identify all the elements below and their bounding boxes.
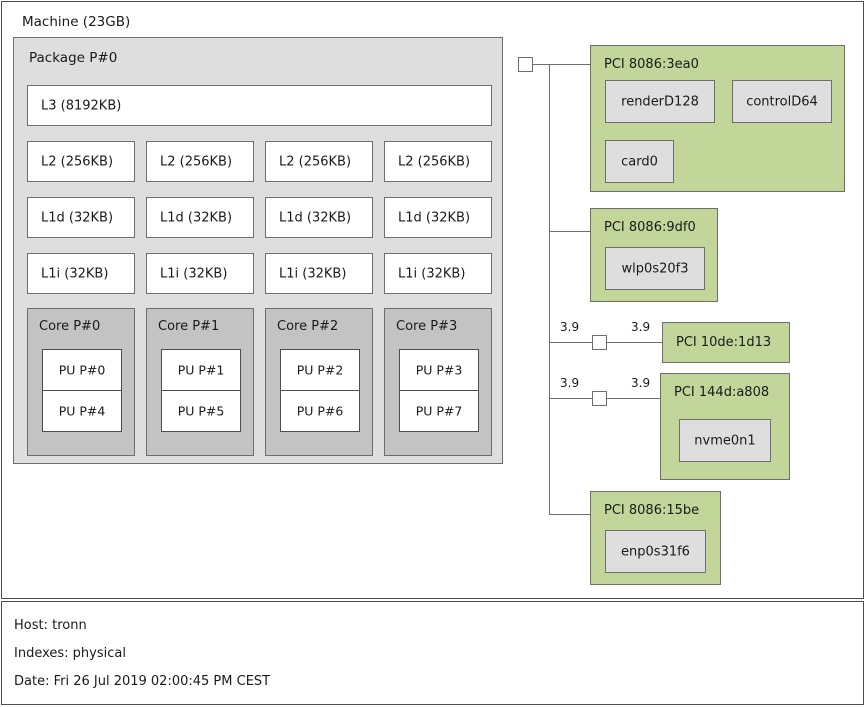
core-2-label: Core P#2: [277, 319, 339, 334]
osdev-enp0s31f6[interactable]: enp0s31f6: [605, 530, 706, 573]
cache-l1d-0[interactable]: L1d (32KB): [27, 197, 135, 238]
pci-bridge-icon-1[interactable]: [592, 391, 607, 406]
cache-l1d-2[interactable]: L1d (32KB): [265, 197, 373, 238]
hostbridge-stub-line: [533, 64, 550, 65]
osdev-renderD128[interactable]: renderD128: [605, 80, 715, 123]
machine-label: Machine (23GB): [22, 14, 131, 30]
core-0-label: Core P#0: [39, 319, 101, 334]
legend-box: Host: tronn Indexes: physical Date: Fri …: [1, 601, 864, 705]
host-bridge-icon[interactable]: [518, 57, 533, 72]
io-branch-line-2b: [607, 342, 662, 343]
core-1-label: Core P#1: [158, 319, 220, 334]
io-branch-line-0: [549, 64, 590, 65]
osdev-card0-label: card0: [621, 154, 658, 169]
pci-device-8086-9df0-label: PCI 8086:9df0: [604, 220, 696, 235]
io-trunk-line: [549, 64, 550, 514]
cache-l3[interactable]: L3 (8192KB): [27, 85, 492, 126]
pci-device-10de-1d13-label: PCI 10de:1d13: [676, 335, 772, 350]
io-branch-line-2a: [549, 342, 592, 343]
core-2[interactable]: Core P#2 PU P#2 PU P#6: [265, 308, 373, 456]
osdev-card0[interactable]: card0: [605, 140, 674, 183]
cache-l1d-2-label: L1d (32KB): [279, 210, 352, 225]
io-branch-line-1: [549, 231, 590, 232]
cache-l1i-2-label: L1i (32KB): [279, 266, 347, 281]
pu-4[interactable]: PU P#4: [42, 390, 122, 432]
cache-l1i-2[interactable]: L1i (32KB): [265, 253, 373, 294]
cache-l1d-1-label: L1d (32KB): [160, 210, 233, 225]
io-branch-line-4: [549, 514, 590, 515]
io-branch-line-3a: [549, 398, 592, 399]
link-speed-right-1: 3.9: [631, 376, 651, 390]
pci-device-8086-3ea0[interactable]: PCI 8086:3ea0 renderD128 controlD64 card…: [590, 45, 845, 192]
cache-l1d-0-label: L1d (32KB): [41, 210, 114, 225]
cache-l1d-3-label: L1d (32KB): [398, 210, 471, 225]
pu-7-label: PU P#7: [415, 403, 463, 419]
legend-indexes: Indexes: physical: [14, 646, 126, 661]
pu-0[interactable]: PU P#0: [42, 349, 122, 391]
pu-1-label: PU P#1: [177, 362, 225, 378]
cache-l1d-3[interactable]: L1d (32KB): [384, 197, 492, 238]
pu-6[interactable]: PU P#6: [280, 390, 360, 432]
osdev-controlD64[interactable]: controlD64: [732, 80, 832, 123]
pci-device-8086-15be-label: PCI 8086:15be: [604, 503, 700, 518]
cache-l2-3[interactable]: L2 (256KB): [384, 141, 492, 182]
cache-l2-2-label: L2 (256KB): [279, 154, 352, 169]
core-1[interactable]: Core P#1 PU P#1 PU P#5: [146, 308, 254, 456]
pci-device-10de-1d13[interactable]: PCI 10de:1d13: [662, 322, 790, 363]
pci-device-8086-15be[interactable]: PCI 8086:15be enp0s31f6: [590, 491, 721, 585]
pu-3[interactable]: PU P#3: [399, 349, 479, 391]
osdev-nvme0n1[interactable]: nvme0n1: [679, 419, 771, 462]
pu-2[interactable]: PU P#2: [280, 349, 360, 391]
cache-l2-3-label: L2 (256KB): [398, 154, 471, 169]
cache-l1i-0[interactable]: L1i (32KB): [27, 253, 135, 294]
cache-l2-1[interactable]: L2 (256KB): [146, 141, 254, 182]
link-speed-left-1: 3.9: [560, 376, 580, 390]
cache-l1i-3-label: L1i (32KB): [398, 266, 466, 281]
cache-l1i-1-label: L1i (32KB): [160, 266, 228, 281]
cache-l2-0-label: L2 (256KB): [41, 154, 114, 169]
pu-2-label: PU P#2: [296, 362, 344, 378]
link-speed-right-0: 3.9: [631, 320, 651, 334]
pu-4-label: PU P#4: [58, 403, 106, 419]
osdev-enp0s31f6-label: enp0s31f6: [621, 544, 690, 559]
cache-l2-0[interactable]: L2 (256KB): [27, 141, 135, 182]
core-3-label: Core P#3: [396, 319, 458, 334]
pu-5-label: PU P#5: [177, 403, 225, 419]
pu-3-label: PU P#3: [415, 362, 463, 378]
pu-1[interactable]: PU P#1: [161, 349, 241, 391]
link-speed-left-0: 3.9: [560, 320, 580, 334]
cache-l1d-1[interactable]: L1d (32KB): [146, 197, 254, 238]
pci-device-8086-3ea0-label: PCI 8086:3ea0: [604, 57, 699, 72]
osdev-wlp0s20f3[interactable]: wlp0s20f3: [605, 247, 705, 290]
core-3[interactable]: Core P#3 PU P#3 PU P#7: [384, 308, 492, 456]
legend-host: Host: tronn: [14, 618, 87, 633]
osdev-renderD128-label: renderD128: [621, 94, 699, 109]
osdev-controlD64-label: controlD64: [746, 94, 818, 109]
cache-l3-label: L3 (8192KB): [41, 98, 122, 113]
pci-device-8086-9df0[interactable]: PCI 8086:9df0 wlp0s20f3: [590, 208, 718, 302]
pu-7[interactable]: PU P#7: [399, 390, 479, 432]
cache-l1i-0-label: L1i (32KB): [41, 266, 109, 281]
pu-6-label: PU P#6: [296, 403, 344, 419]
pci-device-144d-a808-label: PCI 144d:a808: [674, 385, 770, 400]
pu-5[interactable]: PU P#5: [161, 390, 241, 432]
io-branch-line-3b: [607, 398, 660, 399]
pci-device-144d-a808[interactable]: PCI 144d:a808 nvme0n1: [660, 373, 790, 480]
osdev-wlp0s20f3-label: wlp0s20f3: [621, 261, 689, 276]
cache-l1i-3[interactable]: L1i (32KB): [384, 253, 492, 294]
core-0[interactable]: Core P#0 PU P#0 PU P#4: [27, 308, 135, 456]
cache-l2-1-label: L2 (256KB): [160, 154, 233, 169]
legend-date: Date: Fri 26 Jul 2019 02:00:45 PM CEST: [14, 674, 271, 689]
cache-l2-2[interactable]: L2 (256KB): [265, 141, 373, 182]
package-label: Package P#0: [29, 50, 118, 66]
cache-l1i-1[interactable]: L1i (32KB): [146, 253, 254, 294]
pu-0-label: PU P#0: [58, 362, 106, 378]
pci-bridge-icon-0[interactable]: [592, 335, 607, 350]
osdev-nvme0n1-label: nvme0n1: [694, 433, 756, 448]
